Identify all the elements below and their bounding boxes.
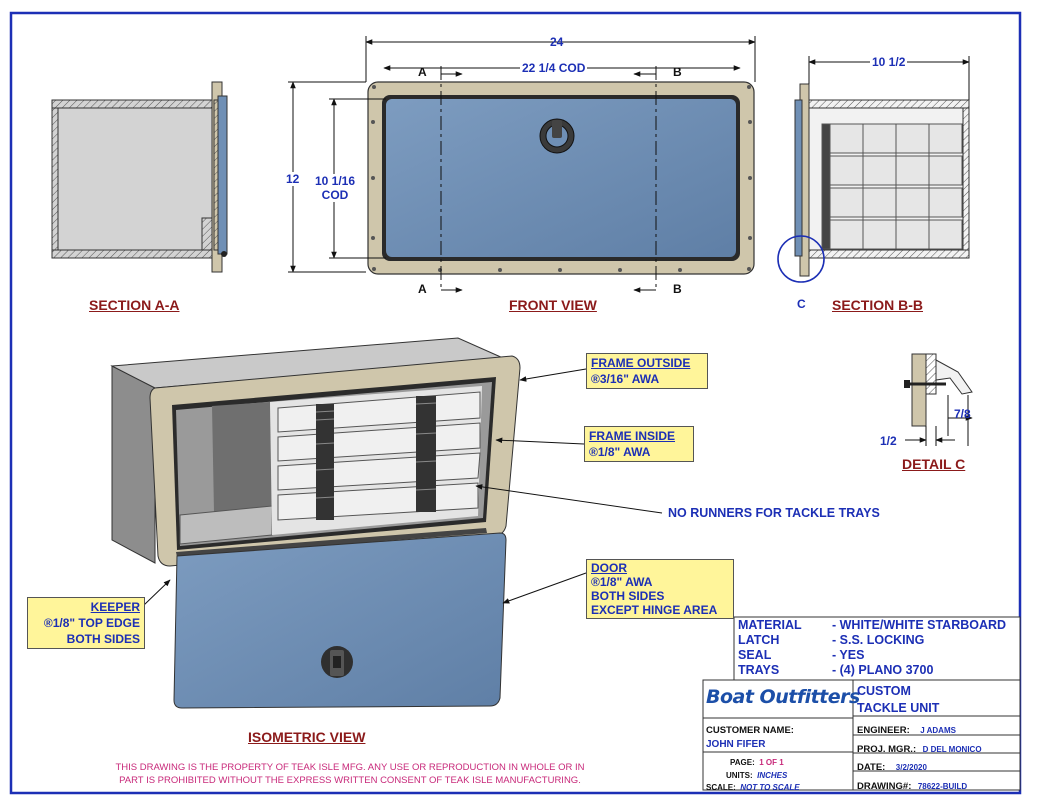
engineer-label: ENGINEER: [857,725,910,736]
keeper-spec: ®1/8" TOP EDGE [43,616,140,630]
keeper-line-2: BOTH SIDES [66,632,140,646]
detail-c-title: DETAIL C [902,456,966,472]
frame-inside-callout: FRAME INSIDE ®1/8" AWA [584,426,694,462]
cutout-height-unit: COD [321,188,349,202]
engineer-value: J ADAMS [920,726,956,735]
proj-mgr-value: D DEL MONICO [922,745,982,754]
keeper-title: KEEPER [90,600,140,614]
front-view-title: FRONT VIEW [509,297,597,313]
customer-value: JOHN FIFER [706,739,766,750]
section-b-cut-bottom: B [673,282,682,296]
date-value: 3/2/2020 [895,763,927,772]
isometric-view [110,337,663,709]
page-label: PAGE: [730,758,755,767]
door-spec: ®1/8" AWA [591,575,653,589]
scale-label: SCALE: [706,783,736,792]
section-a-cut-top: A [418,65,427,79]
isometric-view-title: ISOMETRIC VIEW [248,729,366,745]
cutout-height-value: 10 1/16 [314,174,356,188]
proprietary-notice: THIS DRAWING IS THE PROPERTY OF TEAK ISL… [90,761,610,787]
drawing-number-label: DRAWING#: [857,781,912,792]
sheet-border [9,11,1022,795]
project-line-1: CUSTOM [857,684,911,698]
spec-labels: MATERIAL LATCH SEAL TRAYS [738,618,802,678]
section-b-trays [821,123,963,250]
keeper-callout: KEEPER ®1/8" TOP EDGE BOTH SIDES [27,597,145,649]
company-logo: Boat Outfitters [706,686,860,708]
date-row: DATE: 3/2/2020 [857,757,927,775]
date-label: DATE: [857,762,886,773]
trays-label: TRAYS [738,663,780,677]
section-a-cut-bottom: A [418,282,427,296]
detail-c-view [904,353,973,446]
trays-value: - (4) PLANO 3700 [832,663,934,677]
door-line-3: EXCEPT HINGE AREA [591,603,718,617]
material-label: MATERIAL [738,618,802,632]
seal-label: SEAL [738,648,772,662]
overall-height-dimension: 12 [286,172,300,186]
section-b-b-view [777,56,970,283]
section-b-cut-top: B [673,65,682,79]
project-line-2: TACKLE UNIT [857,701,940,715]
scale-value: NOT TO SCALE [740,783,800,792]
frame-inside-spec: ®1/8" AWA [589,445,651,459]
runners-note: NO RUNNERS FOR TACKLE TRAYS [668,506,880,520]
door-callout: DOOR ®1/8" AWA BOTH SIDES EXCEPT HINGE A… [586,559,734,619]
frame-outside-callout: FRAME OUTSIDE ®3/16" AWA [586,353,708,389]
drawing-number-row: DRAWING#: 78622-BUILD [857,776,967,794]
detail-c-reference: C [797,297,806,311]
detail-depth-dimension: 7/8 [954,407,971,421]
page-units-scale: PAGE: 1 OF 1 UNITS: INCHES SCALE: NOT TO… [706,756,800,794]
project-title: CUSTOM TACKLE UNIT [857,683,939,717]
latch-label: LATCH [738,633,780,647]
section-a-a-title: SECTION A-A [89,297,180,313]
depth-dimension: 10 1/2 [870,55,908,69]
cutout-width-dimension: 22 1/4 COD [520,61,588,75]
material-value: - WHITE/WHITE STARBOARD [832,618,1007,632]
drawing-number-value: 78622-BUILD [917,782,968,791]
frame-outside-title: FRAME OUTSIDE [591,356,691,370]
latch-value: - S.S. LOCKING [832,633,925,647]
engineer-row: ENGINEER: J ADAMS [857,720,956,738]
units-value: INCHES [757,770,788,780]
door-line-2: BOTH SIDES [591,589,665,603]
proprietary-line-1: THIS DRAWING IS THE PROPERTY OF TEAK ISL… [115,762,585,773]
proj-mgr-label: PROJ. MGR.: [857,744,917,755]
customer-row: CUSTOMER NAME: JOHN FIFER [706,725,794,750]
title-block-frame [702,616,1021,791]
section-a-a-view [51,81,228,273]
detail-c-marker [777,235,825,283]
proprietary-line-2: PART IS PROHIBITED WITHOUT THE EXPRESS W… [119,775,581,786]
section-b-b-title: SECTION B-B [832,297,923,313]
overall-width-dimension: 24 [550,35,564,49]
front-view [288,36,756,293]
customer-label: CUSTOMER NAME: [706,725,794,736]
detail-offset-dimension: 1/2 [880,434,897,448]
frame-outside-spec: ®3/16" AWA [591,372,660,386]
page-value: 1 OF 1 [759,758,784,767]
cutout-height-dimension: 10 1/16 COD [312,174,358,202]
spec-values: - WHITE/WHITE STARBOARD - S.S. LOCKING -… [832,618,1006,678]
seal-value: - YES [832,648,865,662]
frame-inside-title: FRAME INSIDE [589,429,676,443]
proj-mgr-row: PROJ. MGR.: D DEL MONICO [857,739,982,757]
units-label: UNITS: [726,770,753,780]
door-title: DOOR [591,561,627,575]
